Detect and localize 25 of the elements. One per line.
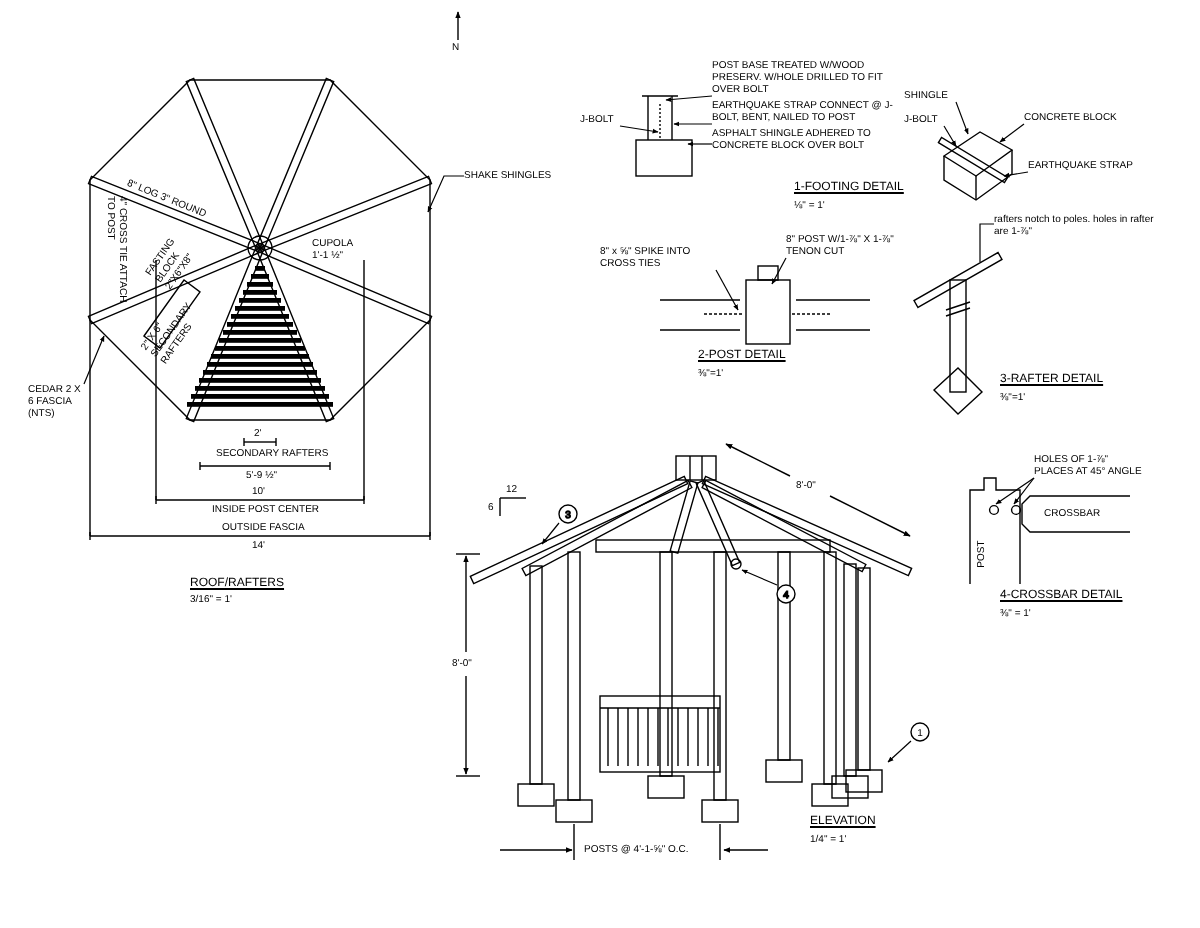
footing-block-drawing bbox=[937, 131, 1014, 201]
leader-line bbox=[541, 522, 560, 545]
leader-line bbox=[955, 101, 969, 135]
post-joint-drawing bbox=[659, 265, 871, 345]
leader-line bbox=[83, 335, 105, 385]
crossbar-joint-drawing bbox=[969, 477, 1131, 585]
footing-detail-drawing bbox=[635, 95, 693, 177]
leader-line bbox=[1003, 171, 1029, 178]
leader-line bbox=[979, 223, 995, 263]
leader-line bbox=[771, 257, 787, 285]
leader-line bbox=[943, 125, 957, 147]
leader-line bbox=[665, 95, 713, 102]
leader-line bbox=[687, 141, 713, 147]
leader-line bbox=[1013, 477, 1035, 505]
leader-line bbox=[427, 175, 465, 213]
leader-line bbox=[619, 125, 659, 134]
leader-line bbox=[887, 740, 912, 763]
rafter-joint-drawing bbox=[913, 251, 1003, 415]
leader-line bbox=[741, 569, 778, 586]
leader-line bbox=[999, 123, 1025, 143]
leader-line bbox=[673, 121, 713, 127]
leader-line bbox=[715, 269, 739, 311]
leader-line bbox=[995, 477, 1035, 505]
roof-plan-drawing bbox=[87, 77, 433, 423]
gazebo-elevation-drawing bbox=[469, 455, 913, 823]
